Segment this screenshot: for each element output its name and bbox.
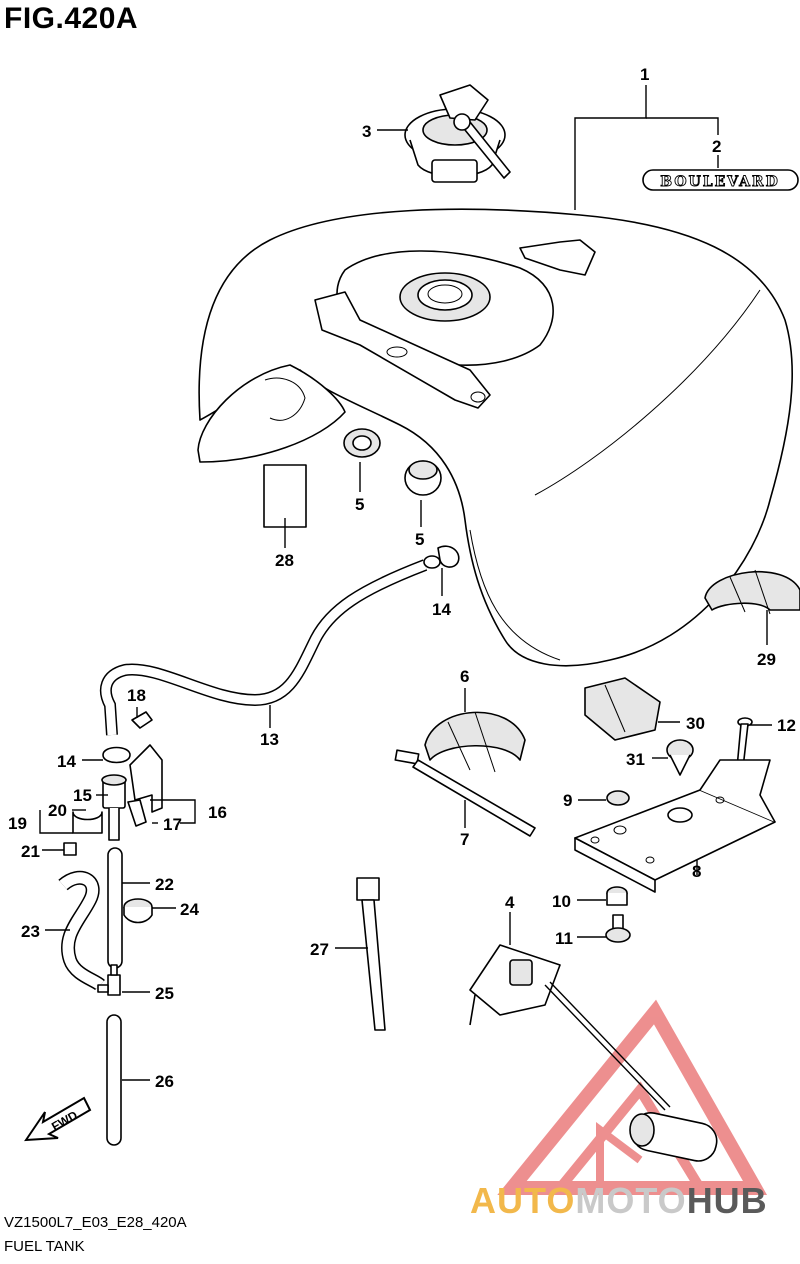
callout-14b: 14 bbox=[57, 752, 76, 771]
fuel-cap bbox=[404, 84, 511, 183]
callout-15: 15 bbox=[73, 786, 92, 805]
callout-2: 2 bbox=[712, 137, 721, 156]
callout-17: 17 bbox=[163, 815, 182, 834]
figure-name: FUEL TANK bbox=[4, 1238, 85, 1255]
leader-lines bbox=[39, 85, 772, 1081]
callout-8: 8 bbox=[692, 862, 701, 881]
tie-band bbox=[394, 749, 536, 837]
callout-13: 13 bbox=[260, 730, 279, 749]
flange-bolt bbox=[605, 914, 631, 943]
tank-seal bbox=[704, 569, 800, 615]
cushion bbox=[606, 886, 628, 906]
breather-hose bbox=[99, 555, 441, 736]
callout-31: 31 bbox=[626, 750, 645, 769]
callout-16: 16 bbox=[208, 803, 227, 822]
callout-5a: 5 bbox=[355, 495, 364, 514]
callout-29: 29 bbox=[757, 650, 776, 669]
callout-labels: 1 2 3 4 5 5 6 7 8 9 10 11 12 13 14 14 15… bbox=[8, 65, 796, 1091]
harness-band bbox=[356, 877, 386, 1031]
cushion-block bbox=[584, 677, 661, 741]
callout-30: 30 bbox=[686, 714, 705, 733]
callout-24: 24 bbox=[180, 900, 199, 919]
callout-22: 22 bbox=[155, 875, 174, 894]
washer bbox=[606, 790, 630, 806]
callout-14a: 14 bbox=[432, 600, 451, 619]
callout-12: 12 bbox=[777, 716, 796, 735]
fuel-tank bbox=[197, 208, 793, 667]
callout-20: 20 bbox=[48, 801, 67, 820]
callout-5b: 5 bbox=[415, 530, 424, 549]
cushion-cone bbox=[666, 739, 694, 776]
valve-assembly bbox=[58, 711, 163, 1146]
callout-6: 6 bbox=[460, 667, 469, 686]
watermark-word-b: MOTO bbox=[575, 1180, 686, 1221]
callout-3: 3 bbox=[362, 122, 371, 141]
watermark-wordmark: AUTOMOTOHUB bbox=[470, 1180, 768, 1221]
tank-bracket bbox=[574, 759, 776, 893]
callout-1: 1 bbox=[640, 65, 649, 84]
fuel-level-gauge bbox=[469, 944, 718, 1162]
callout-18: 18 bbox=[127, 686, 146, 705]
callout-7: 7 bbox=[460, 830, 469, 849]
cushion-rubber bbox=[343, 428, 442, 496]
fwd-arrow: FWD bbox=[24, 1096, 92, 1142]
watermark-word-c: HUB bbox=[687, 1180, 768, 1221]
callout-25: 25 bbox=[155, 984, 174, 1003]
emblem-text: BOULEVARD bbox=[660, 174, 779, 190]
callout-26: 26 bbox=[155, 1072, 174, 1091]
callout-19: 19 bbox=[8, 814, 27, 833]
caution-label bbox=[263, 464, 307, 528]
callout-4: 4 bbox=[505, 893, 515, 912]
callout-11: 11 bbox=[555, 929, 573, 948]
callout-27: 27 bbox=[310, 940, 329, 959]
figure-title: FIG.420A bbox=[4, 2, 139, 35]
watermark-word-a: AUTO bbox=[470, 1180, 575, 1221]
svg-text:AUTOMOTOHUB: AUTOMOTOHUB bbox=[470, 1180, 768, 1221]
callout-10: 10 bbox=[552, 892, 571, 911]
figure-code: VZ1500L7_E03_E28_420A bbox=[4, 1214, 187, 1231]
rubber-seal bbox=[424, 711, 526, 773]
callout-23: 23 bbox=[21, 922, 40, 941]
callout-28: 28 bbox=[275, 551, 294, 570]
hose-clamp bbox=[437, 545, 460, 568]
callout-9: 9 bbox=[563, 791, 572, 810]
boulevard-emblem: BOULEVARD bbox=[642, 169, 799, 191]
callout-21: 21 bbox=[21, 842, 40, 861]
watermark-logo bbox=[497, 999, 768, 1195]
